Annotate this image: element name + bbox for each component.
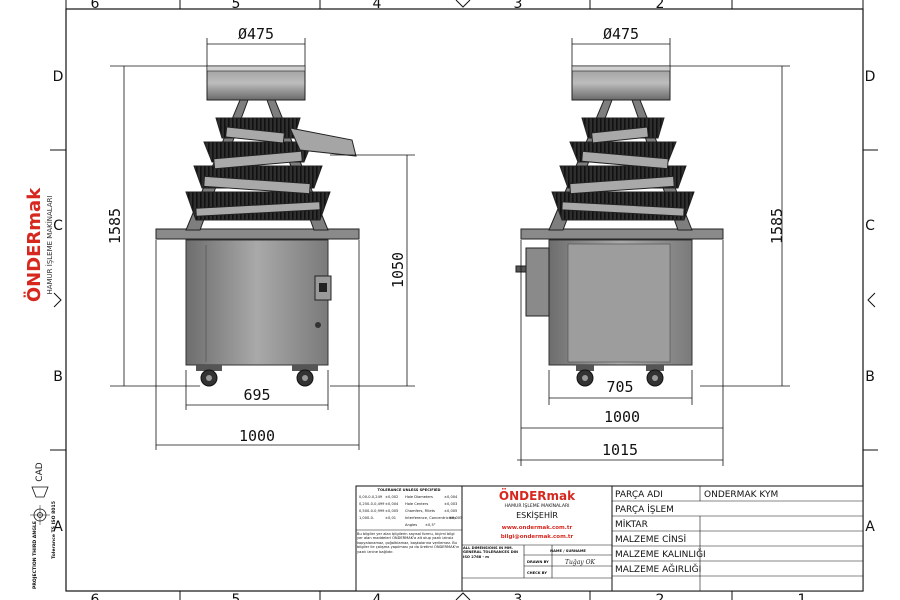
side-dim-base-width: 705	[606, 378, 633, 396]
drawn-by-signature: Tuğay OK	[565, 559, 596, 566]
field-part-process-label: PARÇA İŞLEM	[615, 504, 674, 515]
tol-row-1-feature-value: ±0,003	[444, 502, 457, 506]
tol-row-2-range: 0,500-0-0,999	[359, 509, 385, 513]
zone-col-bottom-1: 1	[798, 592, 807, 600]
side-motor	[525, 247, 550, 317]
tol-row-1-value: ±0,004	[385, 502, 399, 506]
field-material-thickness-label: MALZEME KALINLIĞI	[615, 548, 706, 560]
zone-row-right-b: B	[865, 369, 875, 385]
zone-col-top-2: 2	[656, 0, 665, 12]
zone-col-bottom-3: 3	[514, 592, 523, 600]
tol-row-0-range: 0,00-0-0,249	[359, 495, 383, 499]
side-drum	[571, 65, 671, 101]
projection-symbol-cone	[31, 486, 49, 498]
zone-col-bottom-2: 2	[656, 592, 665, 600]
tol-row-1-range: 0,250-0-0,499	[359, 502, 385, 506]
tol-row-3-feature: Interference, Concentricities	[405, 516, 456, 520]
zone-labels: 6 5 4 3 2 6 5 4 3 2 1 D C B A D C B A	[53, 0, 876, 600]
side-dim-table-width: 1000	[604, 408, 640, 426]
zone-col-top-6: 6	[91, 0, 100, 12]
brush-stack-side	[551, 117, 695, 221]
tol-row-3-feature-value: ±0,005	[449, 516, 462, 520]
zone-col-bottom-6: 6	[91, 592, 100, 600]
front-drum	[206, 65, 306, 101]
side-dim-total-height: 1585	[768, 208, 786, 244]
zone-row-left-a: A	[53, 519, 63, 535]
emergency-button	[315, 322, 321, 328]
zone-row-left-c: C	[53, 218, 63, 234]
front-chute	[289, 127, 357, 157]
drawn-by-label: DRAWN BY	[527, 560, 549, 564]
tol-row-2-feature: Chamfers, Fillets	[405, 509, 435, 513]
tol-row-3-value: ±0,01	[385, 516, 396, 520]
front-dim-total-height: 1585	[106, 208, 124, 244]
front-dim-top-diameter: Ø475	[238, 25, 274, 43]
side-projection-label: PROJECTION THIRD ANGLE	[32, 521, 38, 589]
front-dim-table-width: 1000	[239, 427, 275, 445]
side-table-top	[520, 228, 724, 240]
front-view-dimensions	[110, 38, 415, 450]
tol-row-0-feature: Hole Diameters	[405, 495, 433, 499]
side-cad-label: CAD	[35, 462, 45, 481]
side-brand-tagline: HAMUR İŞLEME MAKİNALARI	[45, 195, 54, 294]
tol-row-2-value: ±0,005	[385, 509, 398, 513]
zone-row-right-d: D	[865, 69, 876, 85]
tol-row-4-feature: Angles	[405, 523, 417, 527]
tol-row-2-feature-value: ±0,005	[444, 509, 457, 513]
side-view	[515, 65, 724, 387]
zone-row-right-a: A	[865, 519, 875, 535]
zone-col-bottom-4: 4	[373, 592, 382, 600]
field-part-name-label: PARÇA ADI	[615, 490, 663, 500]
tol-row-1-feature: Hole Centers	[405, 502, 428, 506]
tol-row-4-feature-value: ±0,5°	[425, 523, 436, 527]
tol-row-0-value: ±0,002	[385, 495, 398, 499]
field-material-type-label: MALZEME CİNSİ	[615, 534, 686, 545]
side-dim-overall-width: 1015	[602, 441, 638, 459]
field-part-name-value: ONDERMAK KYM	[704, 490, 778, 500]
name-surname-header: NAME / SURNAME	[550, 549, 586, 553]
front-cabinet	[185, 239, 329, 366]
zone-col-top-3: 3	[514, 0, 523, 12]
side-brand-name: ÖNDERmak	[23, 187, 45, 302]
front-dim-base-width: 695	[243, 386, 270, 404]
title-logo: ÖNDERmak	[499, 488, 576, 503]
title-company-tagline: HAMUR İŞLEME MAKİNALARI	[504, 502, 569, 509]
zone-row-right-c: C	[865, 218, 875, 234]
title-block: TOLERANCE UNLESS SPECIFIED 0,00-0-0,249 …	[355, 485, 864, 592]
confidentiality-note: Bu bilgiler yer alan bilgilerin sayısal …	[357, 532, 460, 554]
title-email: bilgi@ondermak.com.tr	[501, 534, 574, 540]
side-brand-logo: ÖNDERmak HAMUR İŞLEME MAKİNALARI	[23, 187, 54, 302]
tol-row-3-range: 1,000-0-	[359, 516, 375, 520]
side-casters	[576, 365, 664, 387]
check-by-label: CHECK BY	[527, 571, 547, 575]
side-panel	[567, 243, 671, 363]
title-company-city: ESKİŞEHİR	[516, 510, 558, 520]
side-view-dimensions	[517, 38, 790, 466]
projection-block: CAD PROJECTION THIRD ANGLE Tolerance TS …	[30, 462, 57, 589]
field-material-weight-label: MALZEME AĞIRLIĞI	[615, 563, 701, 575]
general-tolerance-note: ALL DIMENSIONS IN MM. GENERAL TOLERANCES…	[463, 546, 519, 559]
brush-stack-front	[185, 117, 331, 221]
front-casters	[196, 365, 318, 387]
zone-col-top-4: 4	[373, 0, 382, 12]
zone-row-left-b: B	[53, 369, 63, 385]
field-quantity-label: MİKTAR	[615, 519, 648, 530]
zone-row-left-d: D	[53, 69, 64, 85]
zone-col-top-5: 5	[232, 0, 241, 12]
side-tolerance-label: Tolerance TS ISO 8015	[51, 501, 57, 559]
front-dim-body-height: 1050	[389, 252, 407, 288]
side-dim-top-diameter: Ø475	[603, 25, 639, 43]
tol-row-0-feature-value: ±0,004	[444, 495, 458, 499]
front-table-top	[155, 228, 360, 240]
zone-col-bottom-5: 5	[232, 592, 241, 600]
title-web: www.ondermak.com.tr	[502, 525, 573, 531]
front-view	[155, 65, 360, 387]
tolerance-header: TOLERANCE UNLESS SPECIFIED	[378, 488, 441, 492]
